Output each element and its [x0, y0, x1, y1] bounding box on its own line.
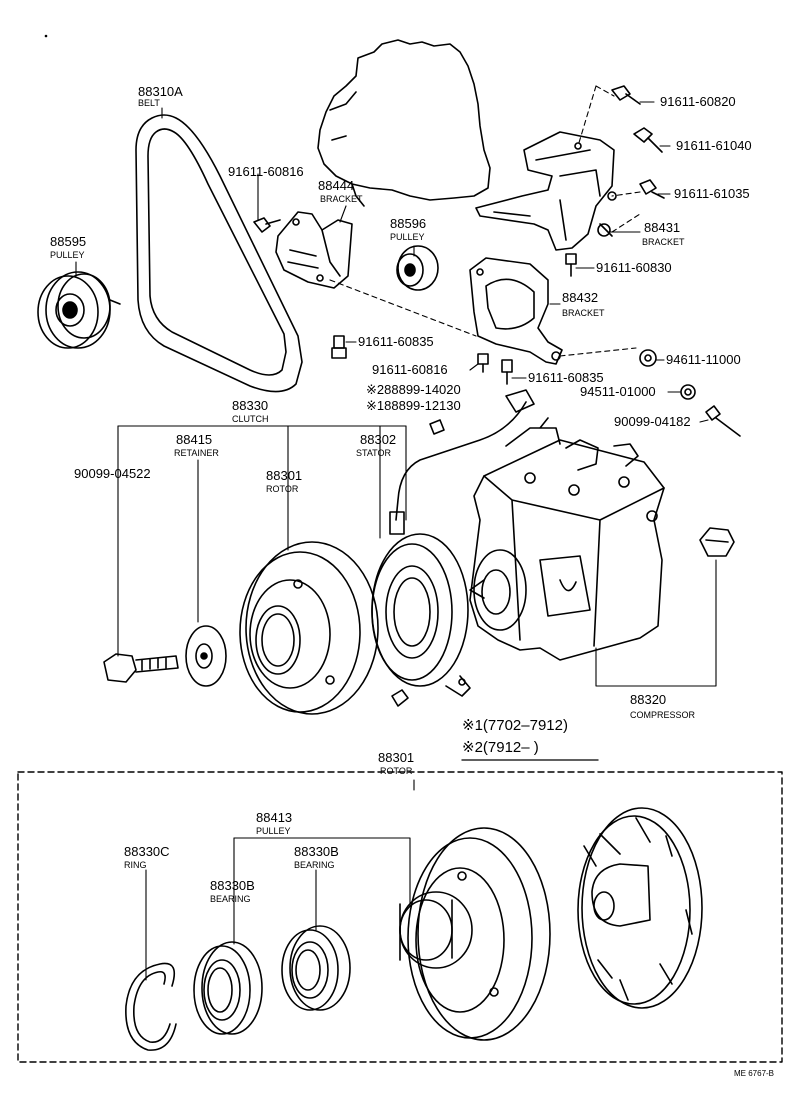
label-clutch-number: 88330 — [232, 398, 268, 413]
label-bracket-88431-name: BRACKET — [642, 237, 685, 247]
label-rotor-detail-number: 88301 — [378, 750, 414, 765]
label-pulley-left-number: 88595 — [50, 234, 86, 249]
bolt-91611-60816-lower — [477, 353, 489, 373]
engine-outline — [317, 39, 491, 207]
label-clutch-name: CLUTCH — [232, 414, 269, 424]
label-pulley-left-name: PULLEY — [50, 250, 85, 260]
label-pulley-88596-name: PULLEY — [390, 232, 425, 242]
label-bearing-b-name: BEARING — [294, 860, 335, 870]
label-rotor-name: ROTOR — [266, 484, 299, 494]
label-bolt-60835-a: 91611-60835 — [358, 334, 434, 349]
label-retainer-name: RETAINER — [174, 448, 219, 458]
label-bracket-88444-number: 88444 — [318, 178, 354, 193]
label-nut-94511: 94511-01000 — [580, 384, 656, 399]
label-retainer-number: 88415 — [176, 432, 212, 447]
label-bolt-60816-a: 91611-60816 — [228, 164, 304, 179]
bolt-91611-60835-right — [501, 359, 513, 385]
label-bracket-88444-name: BRACKET — [320, 194, 363, 204]
label-bearing-a-number: 88330B — [210, 878, 255, 893]
label-part-12130: ※188899-12130 — [366, 398, 461, 413]
bracket-88431 — [475, 131, 617, 251]
label-pulley-88413-number: 88413 — [256, 810, 292, 825]
label-rotor-number: 88301 — [266, 468, 302, 483]
label-compressor-number: 88320 — [630, 692, 666, 707]
bolt-91611-60830 — [565, 253, 577, 277]
note-2: ※2(7912– ) — [462, 739, 539, 756]
label-belt-name: BELT — [138, 98, 160, 108]
label-ring-name: RING — [124, 860, 147, 870]
label-bracket-88432-number: 88432 — [562, 290, 598, 305]
rotor-detail-box — [17, 771, 783, 1063]
label-compressor-name: COMPRESSOR — [630, 710, 696, 720]
label-bolt-60835-b: 91611-60835 — [528, 370, 604, 385]
label-stator-name: STATOR — [356, 448, 392, 458]
ring-88330c — [125, 962, 177, 1051]
label-part-14020: ※288899-14020 — [366, 382, 461, 397]
labels: 88310A BELT 88595 PULLEY 91611-60816 884… — [50, 84, 774, 1078]
fitting-plug — [699, 527, 735, 557]
connector-88899 — [389, 389, 535, 535]
pulley-88413 — [399, 827, 551, 1041]
belt-88310a — [135, 114, 303, 393]
label-bracket-88432-name: BRACKET — [562, 308, 605, 318]
label-bolt-60816-b: 91611-60816 — [372, 362, 448, 377]
stator-88302 — [371, 533, 471, 697]
pulley-88595 — [37, 271, 121, 349]
note-1: ※1(7702–7912) — [462, 717, 568, 734]
label-belt-number: 88310A — [138, 84, 183, 99]
label-stator-number: 88302 — [360, 432, 396, 447]
label-bolt-61040: 91611-61040 — [676, 138, 752, 153]
label-rotor-detail-name: ROTOR — [380, 766, 413, 776]
dashed-leaders — [329, 85, 641, 357]
label-bracket-88431-number: 88431 — [644, 220, 680, 235]
label-nut-94611: 94611-11000 — [666, 352, 741, 367]
label-pulley-88413-name: PULLEY — [256, 826, 291, 836]
bolt-91611-60835-left — [331, 335, 347, 359]
bolt-90099-04182 — [705, 405, 741, 437]
bearing-88330b-a — [193, 941, 263, 1035]
bolt-90099-04522 — [103, 653, 179, 683]
bolt-91611-60820 — [611, 85, 641, 105]
label-bolt-04522: 90099-04522 — [74, 466, 151, 481]
bearing-88330b-b — [281, 925, 351, 1011]
leader-lines — [75, 101, 717, 981]
screw-small — [391, 689, 409, 707]
retainer-88415 — [185, 625, 227, 687]
label-ring-number: 88330C — [124, 844, 170, 859]
bolt-91611-60816-upper — [253, 217, 281, 233]
nut-94511-01000 — [680, 384, 696, 400]
label-bolt-60820: 91611-60820 — [660, 94, 736, 109]
label-bearing-a-name: BEARING — [210, 894, 251, 904]
label-bolt-04182: 90099-04182 — [614, 414, 691, 429]
bolt-91611-61035 — [639, 179, 665, 199]
label-bolt-61035: 91611-61035 — [674, 186, 750, 201]
bracket-88444 — [275, 211, 353, 289]
compressor-88320 — [469, 417, 665, 661]
pulley-88596 — [396, 245, 439, 291]
bolt-91611-61040 — [633, 127, 663, 153]
armature-plate — [577, 807, 703, 1009]
label-pulley-88596-number: 88596 — [390, 216, 426, 231]
nut-94611-11000 — [639, 349, 657, 367]
footer-code: ME 6767-B — [734, 1069, 774, 1078]
label-bolt-60830: 91611-60830 — [596, 260, 672, 275]
bracket-88432 — [469, 257, 563, 365]
label-bearing-b-number: 88330B — [294, 844, 339, 859]
rotor-88301 — [239, 541, 379, 715]
